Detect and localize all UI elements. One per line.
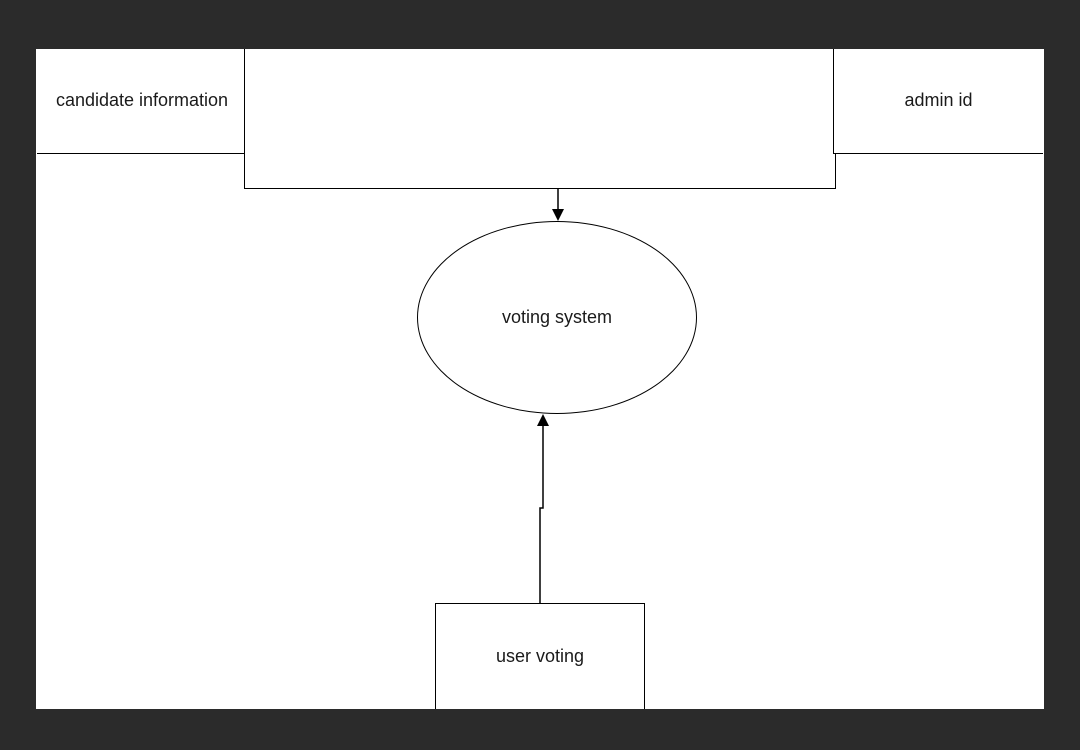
voting-system-ellipse[interactable]: voting system (417, 221, 697, 414)
user-voting-label: user voting (495, 645, 585, 666)
voting-system-label: voting system (501, 306, 613, 327)
user-voting-box[interactable]: user voting (435, 603, 645, 709)
admin-id-label: admin id (904, 90, 973, 111)
candidate-information-box[interactable]: candidate information (37, 49, 248, 154)
candidate-information-label: candidate information (55, 90, 229, 111)
admin-id-box[interactable]: admin id (833, 49, 1043, 154)
top-process-box[interactable] (244, 49, 836, 189)
